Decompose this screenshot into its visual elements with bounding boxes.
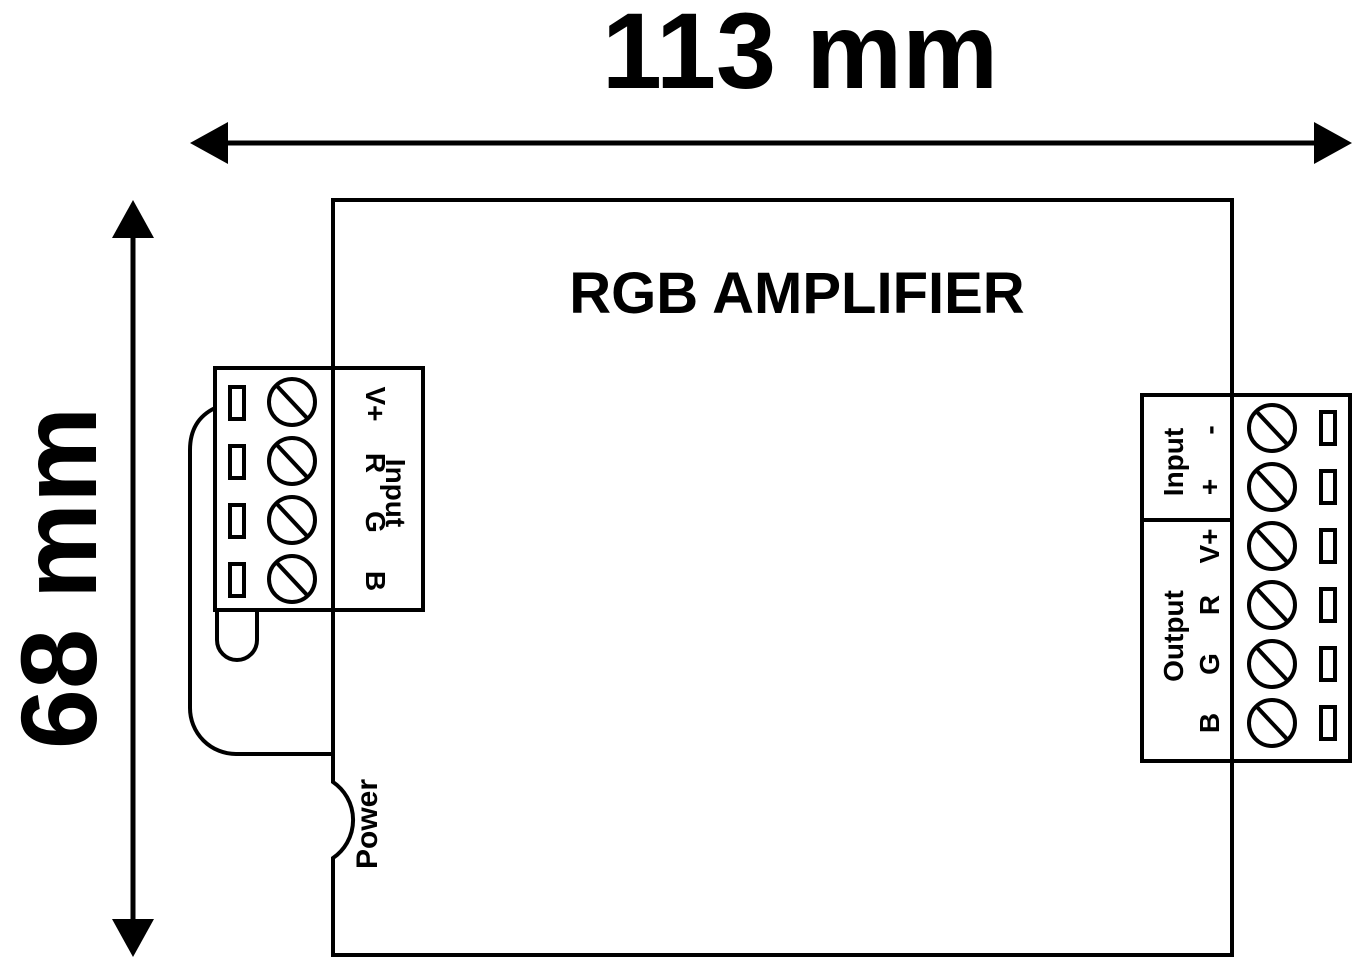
output-pin-label: G <box>1194 653 1225 675</box>
screw-icon <box>1247 698 1297 748</box>
device-title: RGB AMPLIFIER <box>569 261 1024 326</box>
wire-slot-icon <box>1319 528 1337 564</box>
input-group-label: Input <box>380 459 411 527</box>
wire-slot-icon <box>228 444 246 480</box>
width-dimension-arrow <box>190 122 1352 164</box>
screw-icon <box>267 436 317 486</box>
power-pin-label: + <box>1194 479 1225 495</box>
output-pin-label: R <box>1194 595 1225 615</box>
wire-slot-icon <box>1319 410 1337 446</box>
screw-icon <box>1247 403 1297 453</box>
input-terminal-screws <box>267 377 317 604</box>
power-cable <box>188 406 333 756</box>
screw-icon <box>1247 580 1297 630</box>
power-label: Power <box>351 779 384 869</box>
power-pin-label: - <box>1194 425 1225 434</box>
screw-icon <box>1247 639 1297 689</box>
screw-icon <box>267 554 317 604</box>
input-terminal-slots <box>228 385 246 598</box>
wire-slot-icon <box>1319 587 1337 623</box>
screw-icon <box>1247 462 1297 512</box>
screw-icon <box>267 377 317 427</box>
screw-icon <box>1247 521 1297 571</box>
output-terminal-slots <box>1319 410 1337 741</box>
power-input-group-label: Input <box>1158 428 1189 496</box>
wire-slot-icon <box>228 385 246 421</box>
wire-slot-icon <box>1319 705 1337 741</box>
wire-slot-icon <box>228 562 246 598</box>
height-dimension-arrow <box>112 200 154 957</box>
height-dimension-label: 68 mm <box>0 407 119 749</box>
width-dimension-label: 113 mm <box>602 0 998 111</box>
output-pin-label: V+ <box>1194 528 1225 563</box>
output-terminal-screws <box>1247 403 1297 748</box>
output-pin-label: B <box>1194 713 1225 733</box>
wire-slot-icon <box>1319 469 1337 505</box>
screw-icon <box>267 495 317 545</box>
wire-slot-icon <box>228 503 246 539</box>
output-group-label: Output <box>1158 590 1189 682</box>
input-pin-label: R <box>360 453 391 473</box>
wire-slot-icon <box>1319 646 1337 682</box>
input-pin-label: B <box>360 571 391 591</box>
input-pin-label: V+ <box>360 386 391 421</box>
input-terminal-block: V+ R G B Input <box>213 366 425 612</box>
device-enclosure <box>331 198 1234 957</box>
output-terminal-block: - + Input V+ R G B Output <box>1140 393 1352 763</box>
input-pin-label: G <box>360 511 391 533</box>
